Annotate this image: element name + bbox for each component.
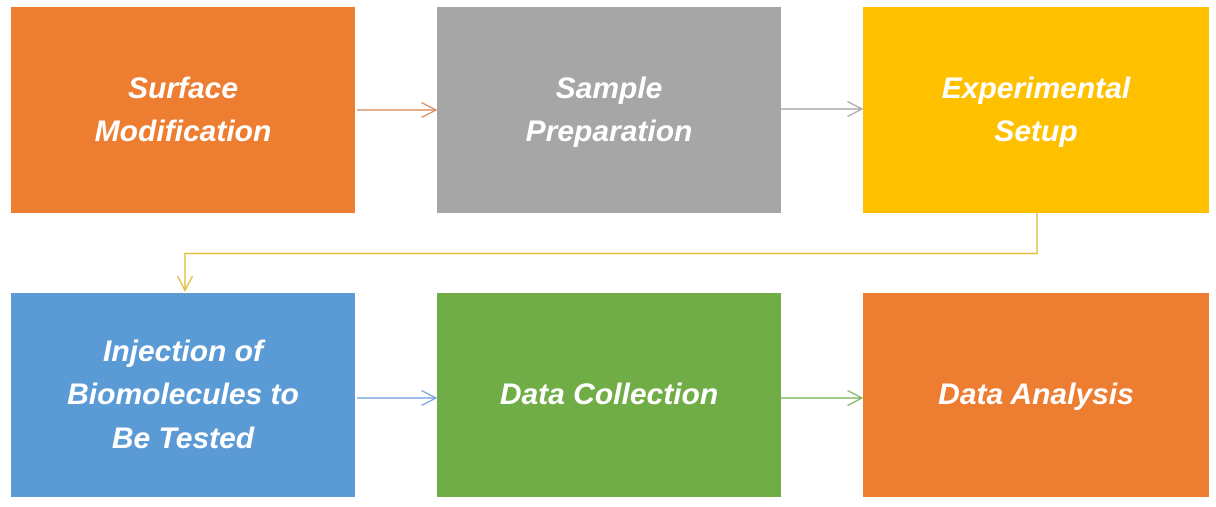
flow-step-experimental-setup: Experimental Setup <box>863 7 1209 213</box>
arrow-injection-to-data-collection <box>357 389 438 407</box>
arrow-experimental-setup-to-injection-elbow <box>176 213 1038 293</box>
arrow-data-collection-to-data-analysis <box>781 389 864 407</box>
flow-step-data-collection: Data Collection <box>437 293 781 497</box>
flow-step-sample-preparation: Sample Preparation <box>437 7 781 213</box>
flow-step-surface-modification: Surface Modification <box>11 7 355 213</box>
arrow-surface-modification-to-sample-preparation <box>357 101 438 119</box>
flow-step-data-analysis: Data Analysis <box>863 293 1209 497</box>
flow-step-injection-of-biomolecules: Injection of Biomolecules to Be Tested <box>11 293 355 497</box>
arrow-sample-preparation-to-experimental-setup <box>781 100 864 118</box>
